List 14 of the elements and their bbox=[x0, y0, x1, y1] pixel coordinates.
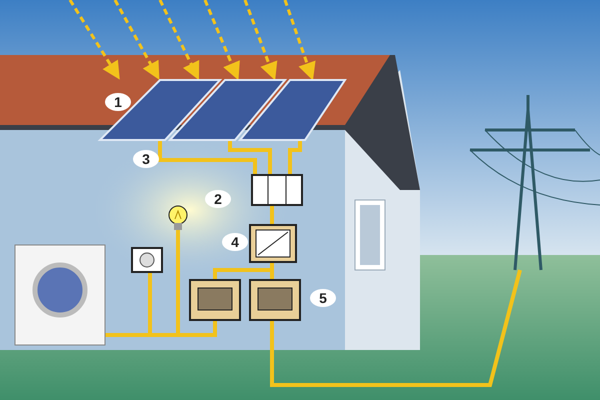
light-bulb-icon bbox=[168, 206, 188, 230]
cable bbox=[270, 205, 274, 225]
cable bbox=[270, 270, 522, 387]
junction-box-icon bbox=[251, 174, 303, 206]
cable bbox=[228, 141, 272, 175]
power-pylon-drawing bbox=[468, 94, 600, 270]
electricity-meter-icon bbox=[249, 279, 301, 321]
power-outlet-icon bbox=[131, 247, 163, 273]
solar-panel bbox=[238, 79, 347, 141]
electricity-meter-icon bbox=[189, 279, 241, 321]
inverter-icon bbox=[249, 224, 297, 263]
cable bbox=[288, 141, 302, 175]
washing-machine-drawing bbox=[14, 244, 106, 346]
cable bbox=[158, 141, 257, 175]
